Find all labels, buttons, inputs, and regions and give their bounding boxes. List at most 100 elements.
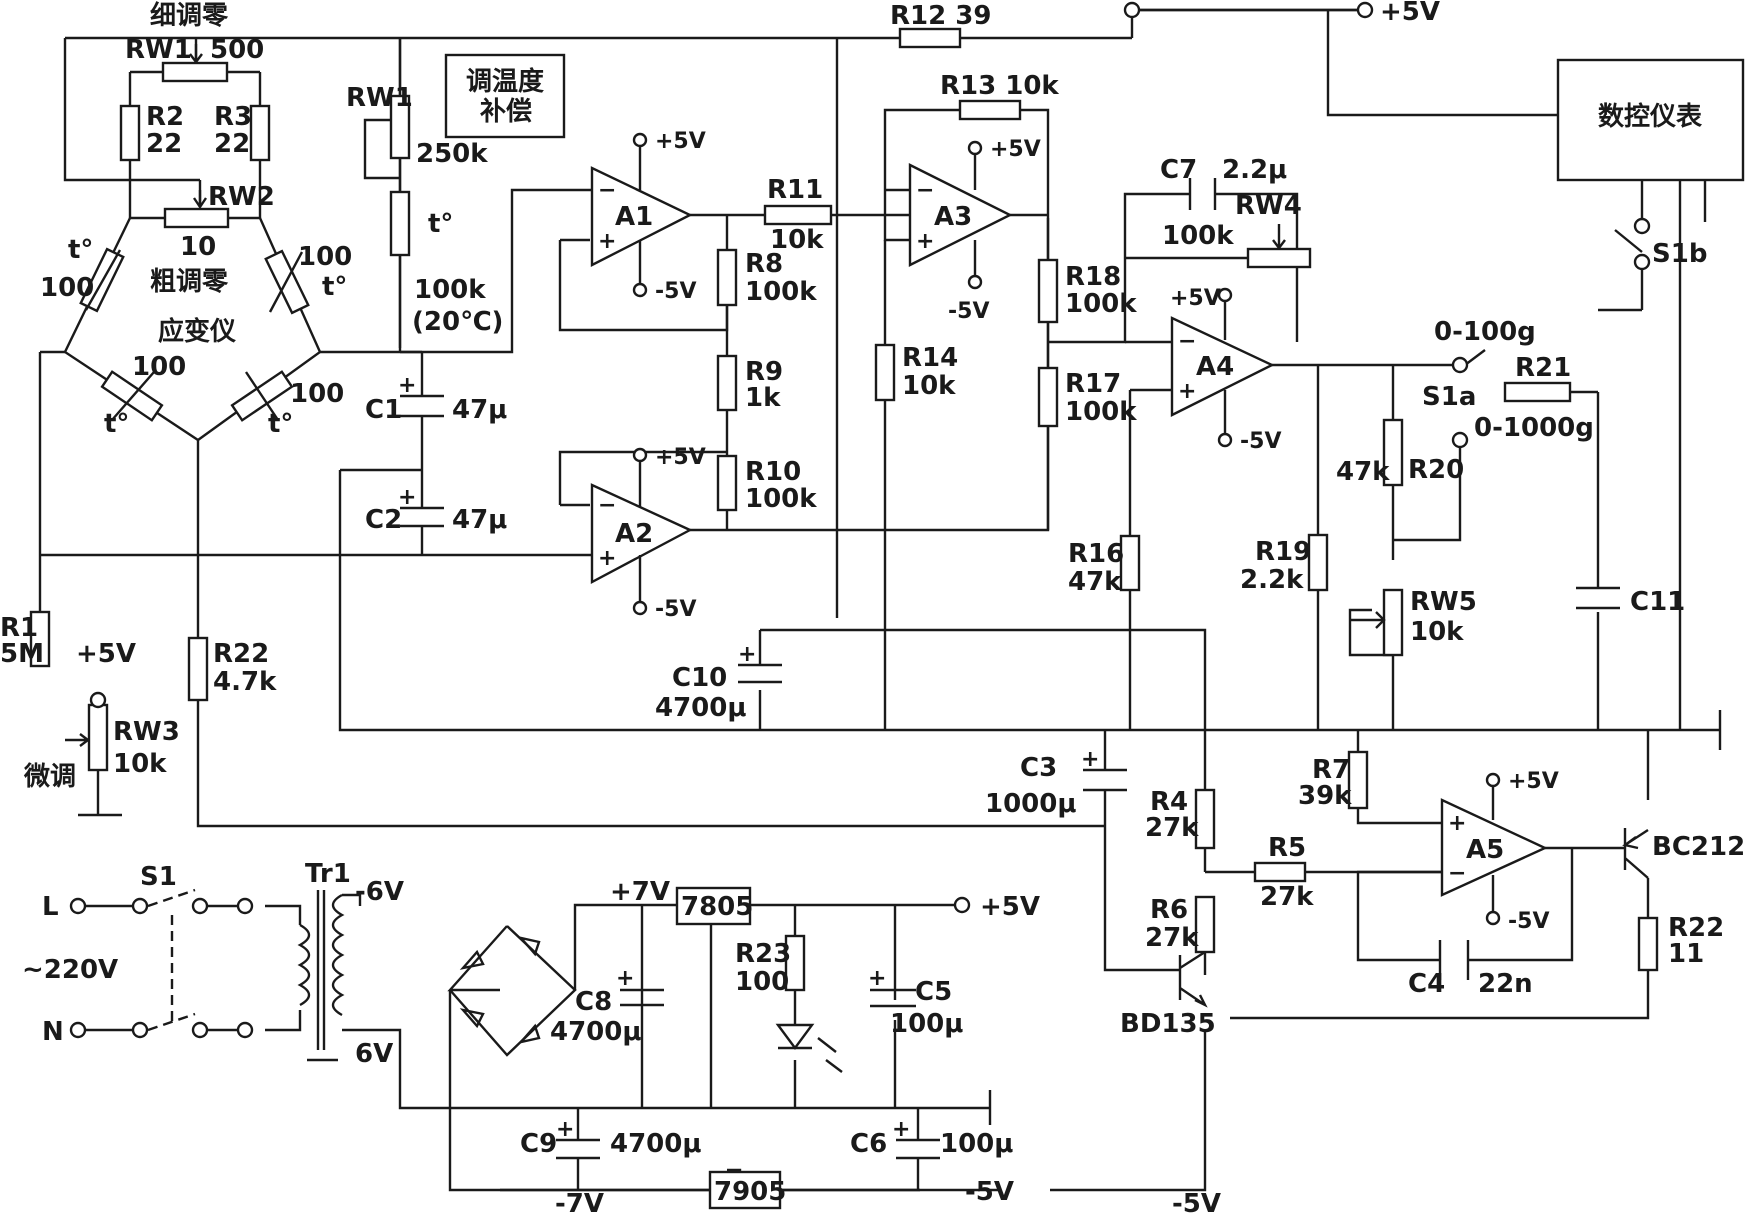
resistor-rw3 — [87, 703, 109, 772]
label-r8: R8 — [745, 249, 783, 279]
svg-text:+: + — [738, 642, 756, 667]
svg-text:−: − — [598, 493, 616, 518]
label-r22a: R22 — [213, 639, 269, 669]
label-r16: R16 — [1068, 539, 1124, 569]
gauge-bl-value: 100 — [132, 352, 186, 382]
label-c9: C9 — [520, 1129, 557, 1159]
value-c8: 4700μ — [550, 1017, 642, 1047]
resistor-r22a — [187, 636, 209, 702]
label-rw1a: RW1 — [125, 35, 192, 65]
svg-text:−: − — [916, 178, 934, 203]
regulator-7905 — [708, 1170, 782, 1210]
value-r14: 10k — [902, 371, 956, 401]
a3-minus5: -5V — [948, 299, 989, 324]
cap-c8 — [620, 988, 664, 1007]
cap-c2 — [400, 506, 444, 528]
resistor-r10 — [716, 454, 738, 512]
svg-text:+: + — [868, 966, 886, 991]
label-minus6v: -6V — [355, 877, 404, 907]
value-c1: 47μ — [452, 395, 507, 425]
temp-comp-line1: 调温度 — [466, 66, 544, 97]
value-r3: 22 — [214, 129, 250, 159]
value-c7: 2.2μ — [1222, 155, 1287, 185]
label-rw3: RW3 — [113, 717, 180, 747]
value-rw5: 10k — [1410, 617, 1464, 647]
resistor-r12 — [898, 27, 962, 49]
label-r7: R7 — [1312, 755, 1350, 785]
svg-text:+: + — [1081, 747, 1099, 772]
value-rw1b: 250k — [416, 139, 488, 169]
label-c4: C4 — [1408, 969, 1445, 999]
label-c5: C5 — [915, 977, 952, 1007]
capacitors — [400, 178, 1620, 1160]
resistor-rw1b — [389, 94, 411, 160]
gauge-br-temp: t° — [268, 409, 293, 439]
label-r23: R23 — [735, 939, 791, 969]
value-r11: 10k — [770, 225, 824, 255]
strain-gauges — [79, 247, 310, 422]
resistor-r6 — [1194, 895, 1216, 954]
label-l: L — [42, 892, 59, 922]
value-c6: 100μ — [940, 1129, 1013, 1159]
resistor-r16 — [1119, 534, 1141, 592]
value-r8: 100k — [745, 277, 817, 307]
a3-plus5: +5V — [990, 137, 1041, 162]
value-c10: 4700μ — [655, 693, 747, 723]
bridge-rectifier — [459, 936, 541, 1044]
led — [775, 1023, 843, 1073]
label-r2: R2 — [146, 102, 184, 132]
svg-text:+: + — [892, 1117, 910, 1142]
temp-comp-box — [444, 53, 566, 139]
value-r23: 100 — [735, 967, 789, 997]
a1-plus5: +5V — [655, 129, 706, 154]
value-thermistor-temp: (20℃) — [412, 307, 503, 337]
value-r7: 39k — [1298, 781, 1352, 811]
resistor-rw4 — [1246, 247, 1312, 269]
label-rw2: RW2 — [208, 182, 275, 212]
label-r22b: R22 — [1668, 913, 1724, 943]
label-7905: 7905 — [714, 1177, 786, 1207]
label-plus5-rw3: +5V — [76, 639, 136, 669]
a2-minus5: -5V — [655, 597, 696, 622]
gauge-tl-value: 100 — [40, 273, 94, 303]
resistor-r4 — [1194, 788, 1216, 850]
terminals — [69, 1, 1651, 1039]
value-r16: 47k — [1068, 567, 1122, 597]
label-r9: R9 — [745, 357, 783, 387]
value-r9: 1k — [745, 383, 781, 413]
resistor-r1 — [29, 610, 51, 668]
value-r19: 2.2k — [1240, 565, 1304, 595]
label-a2: A2 — [615, 519, 653, 549]
a5-plus5: +5V — [1508, 769, 1559, 794]
label-c6: C6 — [850, 1129, 887, 1159]
label-s1: S1 — [140, 862, 177, 892]
opamps: −+ −+ −+ −+ +− — [590, 132, 1548, 926]
label-s1b: S1b — [1652, 239, 1707, 269]
svg-text:+: + — [916, 229, 934, 254]
transistor-bc212 — [1622, 828, 1649, 879]
label-c3: C3 — [1020, 753, 1057, 783]
value-r10: 100k — [745, 484, 817, 514]
label-7805: 7805 — [681, 892, 753, 922]
value-c4: 22n — [1478, 969, 1533, 999]
label-rw1b: RW1 — [346, 83, 413, 113]
a4-plus5: +5V — [1170, 286, 1221, 311]
value-r22a: 4.7k — [213, 667, 277, 697]
label-r6: R6 — [1150, 895, 1188, 925]
resistor-r13 — [958, 99, 1022, 121]
resistor-r11 — [763, 204, 833, 226]
label-r21: R21 — [1515, 353, 1571, 383]
opamp-a3 — [908, 163, 1013, 267]
cap-plus-signs: + + + + + + + + — [398, 373, 1099, 1142]
meter-label: 数控仪表 — [1598, 102, 1703, 132]
gauge-br-value: 100 — [290, 379, 344, 409]
title-fine-zero: 细调零 — [150, 0, 229, 31]
a1-minus5: -5V — [655, 279, 696, 304]
value-r5: 27k — [1260, 882, 1314, 912]
resistor-r14 — [874, 343, 896, 402]
value-c2: 47μ — [452, 505, 507, 535]
value-r2: 22 — [146, 129, 182, 159]
resistor-r23 — [784, 934, 806, 992]
resistor-r20 — [1382, 418, 1404, 487]
svg-text:+: + — [598, 229, 616, 254]
